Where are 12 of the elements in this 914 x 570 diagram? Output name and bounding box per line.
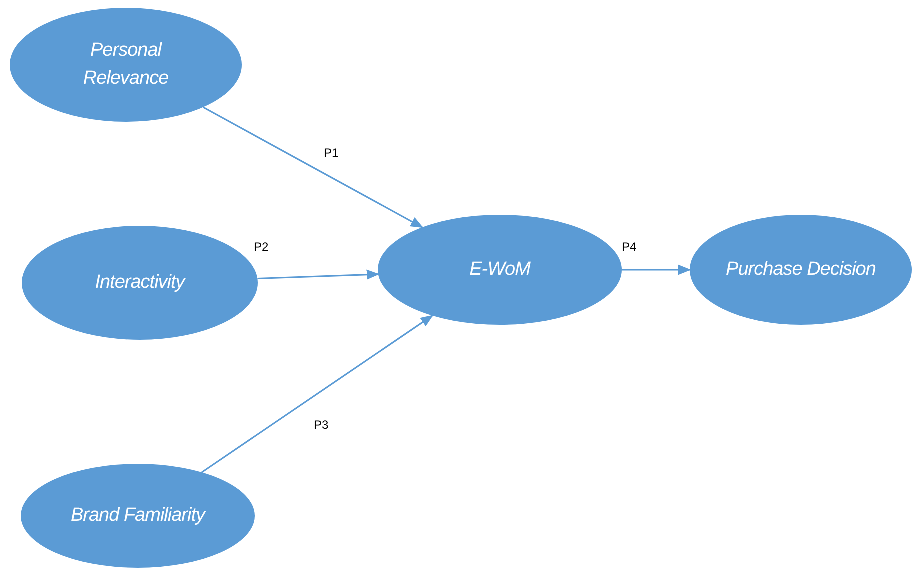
node-label: E-WoM	[470, 258, 530, 282]
arrow	[203, 106, 424, 228]
arrow	[258, 270, 380, 280]
node-label: Brand Familiarity	[70, 504, 206, 528]
node-label: Interactivity	[95, 270, 185, 295]
edge-label: P4	[620, 240, 639, 254]
arrow	[202, 315, 434, 474]
node-label: Purchase Decision	[726, 258, 876, 282]
node-label: Personal Relevance	[82, 38, 170, 91]
edge-label: P3	[312, 418, 331, 432]
arrow	[622, 264, 692, 276]
edge-label: P1	[322, 146, 341, 160]
